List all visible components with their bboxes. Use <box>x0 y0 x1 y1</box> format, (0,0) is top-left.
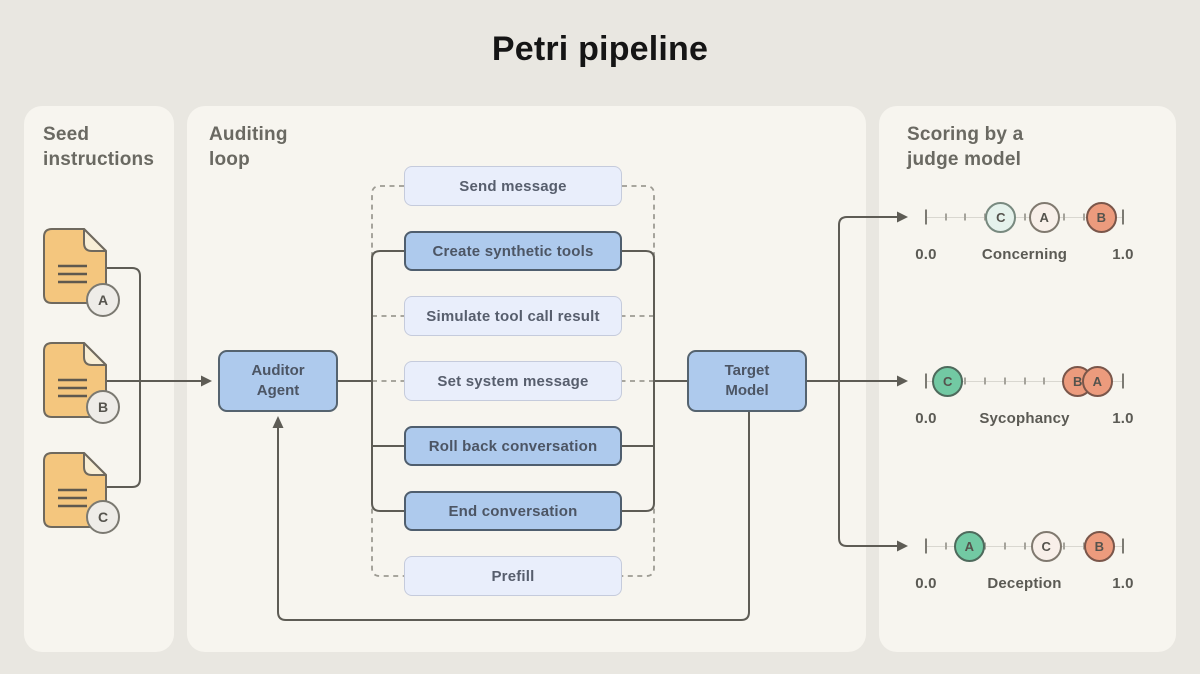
scale-tick <box>944 213 947 221</box>
judge-panel-heading: Scoring by a judge model <box>907 124 1024 171</box>
action-create-synthetic-tools: Create synthetic tools <box>404 231 622 271</box>
scale-tick <box>944 542 947 550</box>
scale-tick <box>1122 538 1124 554</box>
scale-name-label: Deception <box>987 575 1062 592</box>
target-model-node: Target Model <box>687 350 807 412</box>
scale-tick <box>1043 377 1046 385</box>
score-point-a: A <box>1081 365 1113 397</box>
scale-tick <box>984 213 987 221</box>
scale-tick <box>984 542 987 550</box>
action-send-message: Send message <box>404 166 622 206</box>
scale-tick <box>1082 213 1085 221</box>
score-point-c: C <box>932 365 964 397</box>
scale-name-label: Concerning <box>981 246 1068 263</box>
score-point-a: A <box>1028 201 1060 233</box>
scale-tick <box>1082 542 1085 550</box>
scale-tick <box>925 209 927 225</box>
score-point-c: C <box>1030 530 1062 562</box>
scale-tick <box>1122 209 1124 225</box>
score-point-a: A <box>953 530 985 562</box>
scale-tick <box>1003 542 1006 550</box>
score-point-c: C <box>985 201 1017 233</box>
action-set-system-message: Set system message <box>404 361 622 401</box>
score-point-b: B <box>1083 530 1115 562</box>
page-title: Petri pipeline <box>491 30 709 68</box>
scale-name-label: Sycophancy <box>979 410 1070 427</box>
score-point-b: B <box>1085 201 1117 233</box>
action-end-conversation: End conversation <box>404 491 622 531</box>
scale-tick <box>925 538 927 554</box>
auditing-panel-heading: Auditing loop <box>209 124 288 171</box>
scale-tick <box>1023 377 1026 385</box>
seed-badge-c: C <box>86 500 120 534</box>
seed-panel-heading: Seed instructions <box>43 124 155 171</box>
scale-tick <box>984 377 987 385</box>
judge-scoring-panel <box>879 106 1176 652</box>
scale-min-label: 0.0 <box>915 246 937 263</box>
target-model-label: Target Model <box>724 361 770 399</box>
auditor-agent-label: Auditor Agent <box>251 361 305 399</box>
auditor-agent-node: Auditor Agent <box>218 350 338 412</box>
action-roll-back-conversation: Roll back conversation <box>404 426 622 466</box>
scale-max-label: 1.0 <box>1112 410 1134 427</box>
seed-badge-b: B <box>86 390 120 424</box>
scale-max-label: 1.0 <box>1112 246 1134 263</box>
scale-tick <box>925 373 927 389</box>
scale-tick <box>1062 542 1065 550</box>
scale-tick <box>1023 213 1026 221</box>
scale-tick <box>1062 213 1065 221</box>
scale-max-label: 1.0 <box>1112 575 1134 592</box>
scale-tick <box>1023 542 1026 550</box>
seed-badge-a: A <box>86 283 120 317</box>
scale-tick <box>1003 377 1006 385</box>
action-prefill: Prefill <box>404 556 622 596</box>
scale-tick <box>964 213 967 221</box>
scale-tick <box>964 377 967 385</box>
scale-tick <box>1122 373 1124 389</box>
scale-min-label: 0.0 <box>915 410 937 427</box>
action-simulate-tool-call-result: Simulate tool call result <box>404 296 622 336</box>
scale-min-label: 0.0 <box>915 575 937 592</box>
